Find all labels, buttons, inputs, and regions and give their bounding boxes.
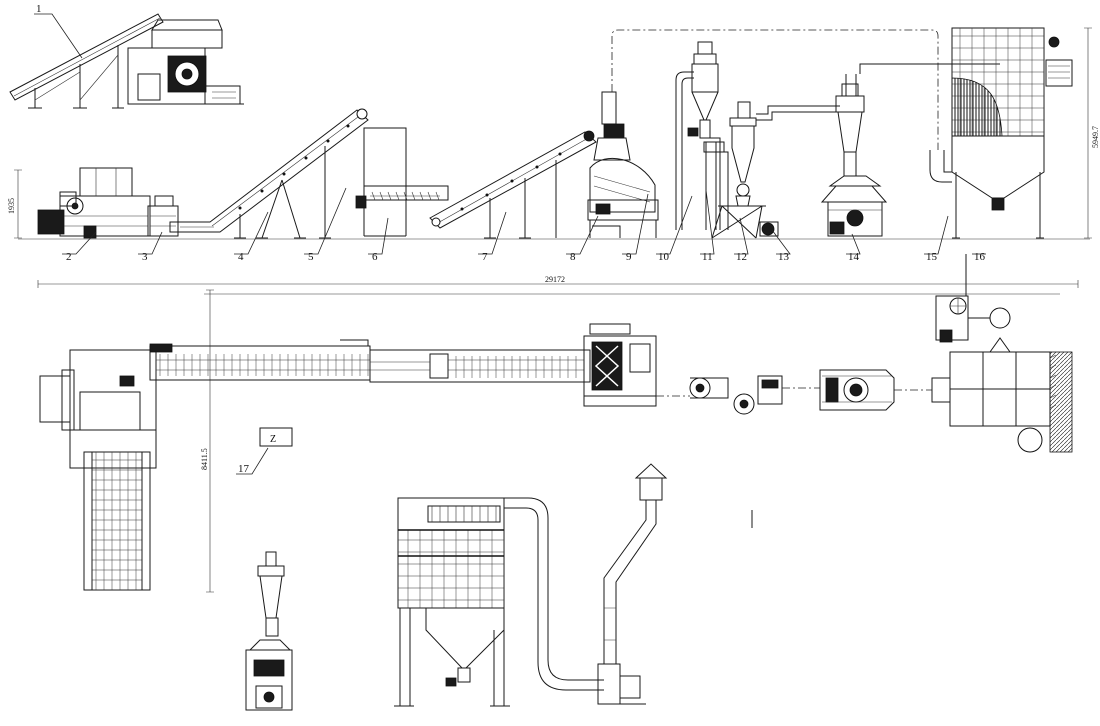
shredder-2 [37,167,151,239]
cyclone-12 [711,101,840,239]
bag-filter-elevation [951,27,1073,239]
callout-14: 14 [848,251,860,263]
callout-labels: 1 2 3 4 5 6 7 8 9 10 11 12 13 14 15 16 1… [36,3,986,475]
inset-feed-conveyor-shredder [9,13,244,109]
plan-view [37,254,1079,593]
air-return-line [611,29,939,150]
lower-section-view [245,463,753,711]
dim-elevation-right: 5949.7 [1091,126,1100,148]
drive-unit-3 [147,195,179,237]
callout-13: 13 [778,251,790,263]
callout-12: 12 [736,251,747,263]
incline-conveyor-7 [429,130,597,239]
callout-7: 7 [482,251,488,263]
pipe-15 [929,150,952,183]
callout-8: 8 [570,251,576,263]
callout-3: 3 [142,251,148,263]
cyclone-11 [675,41,729,230]
dim-elevation-left: 1935 [7,198,16,214]
shredder-plan [39,349,157,591]
bag-filter-section [394,463,668,707]
cyclone-mill-small [245,551,293,711]
callout-6: 6 [372,251,378,263]
hopper-6 [355,127,449,237]
callout-leaders [34,13,986,475]
callout-15: 15 [926,251,938,263]
callout-1: 1 [36,3,42,15]
callout-5: 5 [308,251,314,263]
conveyor-plan [149,339,591,383]
callout-17: 17 [238,463,250,475]
elevation-view [14,27,1092,240]
mill-plan [819,369,932,411]
panel-glyph: Z [270,434,276,445]
callout-11: 11 [702,251,713,263]
callout-9: 9 [626,251,632,263]
callout-2: 2 [66,251,72,263]
dimension-labels: 29172 1935 5949.7 8411.5 Z [7,126,1100,470]
elevation-dimensions [14,27,1092,239]
fan-13 [759,221,779,237]
cyclone-plan [656,375,820,415]
incline-conveyor-4 [169,108,369,239]
dim-plan-depth: 8411.5 [200,448,209,470]
crusher-plan [583,323,657,407]
bag-filter-plan [931,254,1073,453]
control-panel-17 [259,427,293,447]
dim-overall-length: 29172 [545,275,565,284]
callout-10: 10 [658,251,670,263]
crusher-8 [587,91,659,238]
callout-4: 4 [238,251,244,263]
mill-14 [820,63,1000,237]
callout-16: 16 [974,251,986,263]
